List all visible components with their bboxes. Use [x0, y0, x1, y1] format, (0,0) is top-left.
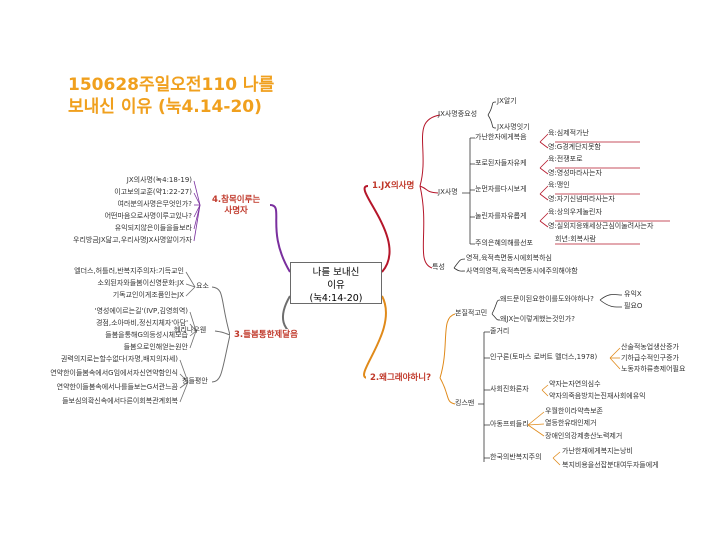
b3-s2-item-2[interactable]: 경점,소아마비,정신지체자'아담': [95, 319, 188, 327]
b3-s1-item-2[interactable]: 소외된자와들봄이신영문화:JX: [97, 279, 185, 287]
b4-item-1[interactable]: JX의사명(녹4:18-19): [126, 176, 192, 184]
connector-b2-s1-items: [491, 299, 501, 321]
b3-s2-item-4[interactable]: 들봄으로인해얻는원안: [123, 343, 188, 351]
b4-item-6[interactable]: 우리방금JX닮고,우리사명JX사명알이가자: [73, 236, 192, 244]
center-line-3: (눅4:14-20): [309, 293, 363, 304]
b2-s2-detail-8[interactable]: 장애인의강제충산노력제거: [545, 432, 623, 440]
title-line-2: 보내신 이유 (눅4.14-20): [68, 97, 262, 117]
connector-center-b1: [363, 185, 391, 273]
b4-item-2[interactable]: 이고보의교훈(약1:22-27): [114, 188, 192, 196]
b1-sub2-item-4[interactable]: 눌린자를자유롭게: [475, 212, 527, 220]
b1-detail-8[interactable]: 영:실외지응왜세상근심이눌려사는자: [548, 222, 654, 230]
b3-s2-item-1[interactable]: '영성에이르는길'(IVP,김영희역): [94, 307, 188, 315]
connector-b2-s2-items: [478, 331, 490, 462]
b2-s2-detail-10[interactable]: 복지비용을선잡분대여두자들에게: [562, 461, 659, 469]
connector-center-b2: [363, 295, 387, 379]
branch-4-line-2: 사명자: [224, 206, 248, 216]
center-node[interactable]: 나를 보내신 이유 (눅4:14-20): [290, 262, 382, 304]
b1-detail-3[interactable]: 육:전쟁포로: [548, 155, 583, 163]
center-line-2: 이유: [327, 280, 345, 291]
b2-s2-label[interactable]: 킹스맨: [455, 399, 475, 407]
title-line-1: 150628주일오전110 나를: [68, 75, 275, 95]
b2-s2-detail-4[interactable]: 약자는자연의심수: [549, 380, 601, 388]
center-line-1: 나를 보내신: [312, 267, 360, 278]
b1-detail-1[interactable]: 육:심제적가난: [548, 129, 589, 137]
b1-detail-9[interactable]: 희년:회복사람: [555, 235, 596, 243]
b2-s2-detail-6[interactable]: 우월한이라약측보존: [545, 407, 603, 415]
b2-s1-tag-2[interactable]: 필요O: [624, 302, 643, 310]
b3-s3-item-1[interactable]: 권력의지로는할수없다(자명,배지의자세): [60, 355, 178, 363]
b2-s2-item-1[interactable]: 줄거리: [490, 327, 510, 335]
b2-s2-item-5[interactable]: 한국의반복지주의: [490, 453, 542, 461]
connector-sub1-items: [487, 101, 497, 129]
b1-sub3-item-1[interactable]: 영적,육적측면동시에회복하심: [466, 254, 552, 262]
connector-b1-sub1: [419, 114, 441, 187]
page-title: 150628주일오전110 나를 보내신 이유 (눅4.14-20): [68, 74, 274, 118]
b2-s1-label[interactable]: 본질적고민: [455, 309, 488, 317]
b2-s1-item-1[interactable]: 왜드문이된요한이를도와야하나?: [500, 295, 594, 303]
b3-s3-item-4[interactable]: 들보심의확신속에서다른이회복관계회복: [62, 397, 178, 405]
b1-sub2-item-2[interactable]: 포로된자들자유케: [475, 159, 527, 167]
connector-b2-s2: [439, 377, 456, 405]
b1-sub1-label[interactable]: JX사명중요성: [438, 110, 478, 118]
b2-s2-item-2[interactable]: 인구론(토마스 로버트 멜더스,1978): [490, 353, 598, 361]
b1-detail-7[interactable]: 육:상의우게눌린자: [548, 208, 602, 216]
connector-b3-s3: [211, 334, 231, 383]
b1-detail-5[interactable]: 육:맹인: [548, 181, 570, 189]
connector-b2-s1: [439, 313, 456, 379]
branch-1-node[interactable]: 1.JX의사명: [368, 180, 419, 193]
b3-s1-item-3[interactable]: 기독교인이게조품인는JX: [112, 291, 184, 299]
connector-b2-s1-tags: [599, 294, 623, 308]
branch-2-node[interactable]: 2.왜그래야하니?: [366, 372, 435, 385]
b2-s2-detail-3[interactable]: 노동자하류층제어필요: [621, 365, 686, 373]
b2-s1-item-2[interactable]: 왜JX는이렇게했는것인가?: [500, 315, 575, 323]
b3-s3-item-3[interactable]: 연약한이들봄속에서나를들보는G서관느끔: [56, 383, 178, 391]
connector-sub3-items: [453, 258, 466, 272]
branch-3-node[interactable]: 3.들봄통한제달음: [230, 329, 302, 342]
b1-sub2-label[interactable]: JX사명: [438, 188, 458, 196]
b1-detail-6[interactable]: 영:자기신념따라사는자: [548, 195, 615, 203]
connector-center-b4: [269, 204, 291, 273]
b2-s2-detail-1[interactable]: 산술적농업생산증가: [621, 343, 679, 351]
b1-sub1-item-1[interactable]: JX알기: [497, 97, 517, 105]
branch-4-node[interactable]: 4.참목이루는 사명자: [208, 194, 265, 218]
b2-s2-detail-5[interactable]: 약자의죽음방치는진재사회에유익: [549, 392, 646, 400]
b2-s2-detail-2[interactable]: 기하급수적인구증가: [621, 354, 679, 362]
b1-sub2-item-5[interactable]: 주의은혜의해를선포: [475, 239, 533, 247]
b2-s1-tag-1[interactable]: 유익X: [624, 290, 642, 298]
b4-item-4[interactable]: 어떤마음으로사명이루고있나?: [104, 212, 192, 220]
connector-b3-s1: [211, 286, 231, 336]
b3-s3-item-2[interactable]: 연약한이들봄속에서G임에서자신연약함인식: [50, 369, 178, 377]
b3-s3-label[interactable]: 칭들평안: [182, 377, 208, 385]
b3-s1-item-1[interactable]: 엘더스,허틀러,반복지주의자:기득교인: [74, 267, 184, 275]
b1-sub3-label[interactable]: 특성: [432, 263, 445, 271]
b2-s2-item-3[interactable]: 사회진화론자: [490, 385, 529, 393]
branch-4-line-1: 4.참목이루는: [212, 195, 261, 205]
connector-b3-s2: [214, 330, 231, 336]
b1-sub2-item-1[interactable]: 가난한자에게복음: [475, 133, 527, 141]
connector-b1-sub3: [419, 185, 433, 269]
b3-s1-label[interactable]: 요소: [196, 282, 209, 290]
b4-item-5[interactable]: 유익되지않은이들을들보라: [114, 224, 192, 232]
connector-sub2-items: [462, 137, 475, 245]
b1-sub1-item-2[interactable]: JX사명잇기: [497, 123, 530, 131]
b1-detail-2[interactable]: 영:G경계단지못함: [548, 143, 601, 151]
connector-b1-sub2: [419, 185, 439, 194]
b4-item-3[interactable]: 여러분의사명은무엇인가?: [117, 200, 192, 208]
b2-s2-detail-7[interactable]: 열등한유태인제거: [545, 419, 597, 427]
b1-sub3-item-2[interactable]: 사역의영적,육적측면동시에주의해야함: [466, 267, 578, 275]
b3-s2-item-3[interactable]: 들봄을통해G의등성시체모습: [105, 331, 188, 339]
b3-s2-label[interactable]: 헨리나우웬: [174, 326, 207, 334]
b2-s2-detail-9[interactable]: 가난한재에게복지는낭비: [562, 447, 633, 455]
b1-detail-4[interactable]: 영:영성마라사는자: [548, 169, 602, 177]
b2-s2-item-4[interactable]: 아동프뢰들리: [490, 420, 529, 428]
b1-sub2-item-3[interactable]: 눈먼자를다시보게: [475, 185, 527, 193]
